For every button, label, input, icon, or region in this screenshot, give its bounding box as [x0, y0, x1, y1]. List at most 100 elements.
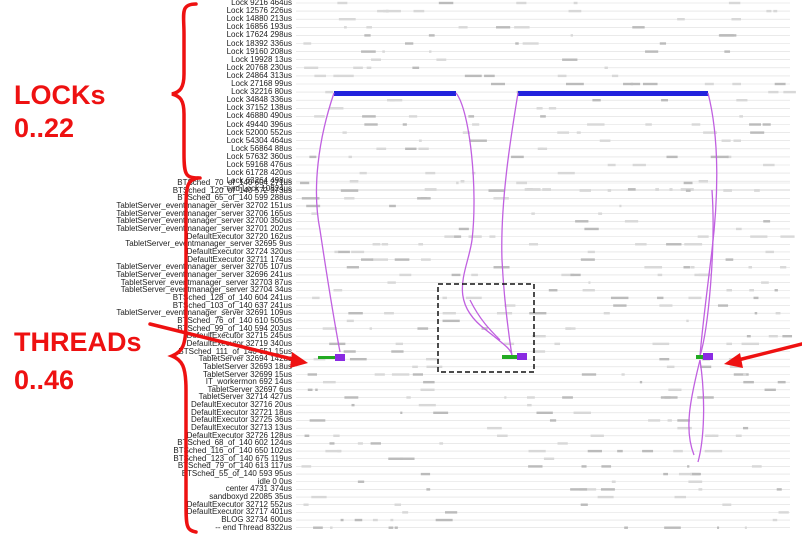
- event-tick: [742, 426, 749, 430]
- event-tick: [329, 342, 346, 346]
- event-tick: [488, 189, 505, 192]
- event-tick: [717, 304, 729, 307]
- event-tick: [674, 495, 687, 499]
- event-tick: [371, 58, 381, 61]
- event-tick: [750, 131, 765, 134]
- event-tick: [504, 396, 507, 399]
- lock-row-label: Lock 32216 80us: [231, 87, 292, 97]
- event-tick: [753, 296, 759, 300]
- event-tick: [314, 115, 325, 118]
- event-tick: [322, 327, 337, 330]
- event-tick: [549, 419, 557, 422]
- event-tick: [557, 171, 575, 175]
- event-tick: [565, 82, 584, 86]
- event-tick: [454, 235, 462, 238]
- event-tick: [372, 243, 381, 246]
- event-tick: [748, 266, 753, 269]
- thread-wait-markers: [318, 353, 713, 361]
- event-tick: [436, 58, 447, 61]
- event-tick: [532, 335, 546, 338]
- event-tick: [531, 212, 535, 215]
- thread-row-label: BTSched_76_of_140 610 505us: [177, 315, 292, 325]
- event-tick: [548, 107, 557, 110]
- event-tick: [587, 123, 605, 126]
- wakeup-arc: [501, 92, 519, 357]
- event-tick: [389, 99, 403, 102]
- event-tick: [472, 123, 480, 126]
- thread-run-segment: [318, 356, 336, 359]
- event-tick: [413, 9, 425, 13]
- event-tick: [400, 411, 403, 414]
- event-tick: [644, 266, 663, 269]
- event-tick: [421, 258, 431, 261]
- thread-row-label: center 4731 374us: [225, 484, 292, 494]
- event-tick: [783, 90, 796, 94]
- event-tick: [704, 82, 714, 86]
- lock-row-label: Lock 37152 138us: [226, 103, 292, 113]
- event-tick: [687, 465, 690, 468]
- event-tick: [388, 457, 403, 460]
- event-tick: [382, 50, 385, 53]
- event-tick: [704, 449, 723, 453]
- event-tick: [657, 296, 664, 300]
- event-tick: [390, 518, 394, 522]
- event-tick: [642, 449, 654, 453]
- event-tick: [580, 258, 595, 261]
- event-tick: [613, 304, 627, 307]
- event-tick: [729, 365, 742, 369]
- event-tick: [661, 99, 668, 102]
- thread-row-label: TabletServer_eventmanager_server 32705 1…: [116, 262, 292, 272]
- event-tick: [667, 419, 672, 422]
- thread-run-segment: [502, 355, 518, 359]
- event-tick: [351, 403, 355, 407]
- thread-row-label: TabletServer_eventmanager_server 32695 9…: [125, 239, 292, 249]
- event-tick: [371, 258, 389, 261]
- event-tick: [516, 1, 527, 5]
- event-tick: [624, 220, 639, 223]
- event-tick: [744, 526, 747, 529]
- event-tick: [780, 266, 787, 269]
- lock-row-label: Lock 17624 298us: [226, 30, 292, 40]
- event-tick: [309, 155, 317, 159]
- thread-wait-bar: [703, 353, 713, 360]
- event-tick: [417, 327, 429, 330]
- event-tick: [442, 319, 460, 323]
- event-tick: [515, 42, 519, 45]
- event-tick: [554, 342, 561, 346]
- lock-hold-bar: [334, 91, 456, 96]
- event-tick: [468, 235, 482, 238]
- event-tick: [388, 526, 394, 529]
- event-tick: [354, 518, 363, 522]
- event-tick: [342, 131, 347, 134]
- event-tick: [688, 480, 703, 483]
- event-tick: [526, 396, 535, 399]
- event-tick: [691, 123, 701, 126]
- highlight-box: [437, 283, 535, 373]
- event-tick: [561, 273, 575, 277]
- thread-row-label: BLOG 32734 600us: [221, 515, 292, 525]
- event-tick: [570, 488, 588, 491]
- event-tick: [458, 26, 468, 29]
- lock-row-label: Lock 20768 230us: [226, 62, 292, 72]
- event-tick: [330, 526, 333, 529]
- locks-range: 0..22: [14, 113, 75, 143]
- callout-arrowhead-left: [290, 352, 308, 368]
- event-tick: [584, 227, 599, 231]
- event-tick: [418, 403, 436, 407]
- thread-row-label: TabletServer 32693 18us: [203, 361, 292, 371]
- event-tick: [394, 503, 402, 506]
- event-tick: [399, 273, 412, 277]
- event-tick: [402, 123, 407, 126]
- event-tick: [462, 131, 471, 134]
- thread-row-label: DefaultExecutor 32716 20us: [191, 400, 292, 410]
- wakeup-arc: [697, 359, 705, 463]
- lock-range-brace: [171, 2, 202, 180]
- thread-row-label: sandboxyd 22085 35us: [209, 492, 292, 502]
- event-tick: [565, 327, 572, 330]
- event-tick: [303, 42, 312, 45]
- event-tick: [777, 380, 786, 384]
- event-tick: [576, 131, 581, 134]
- event-tick: [582, 289, 595, 292]
- event-tick: [529, 312, 547, 315]
